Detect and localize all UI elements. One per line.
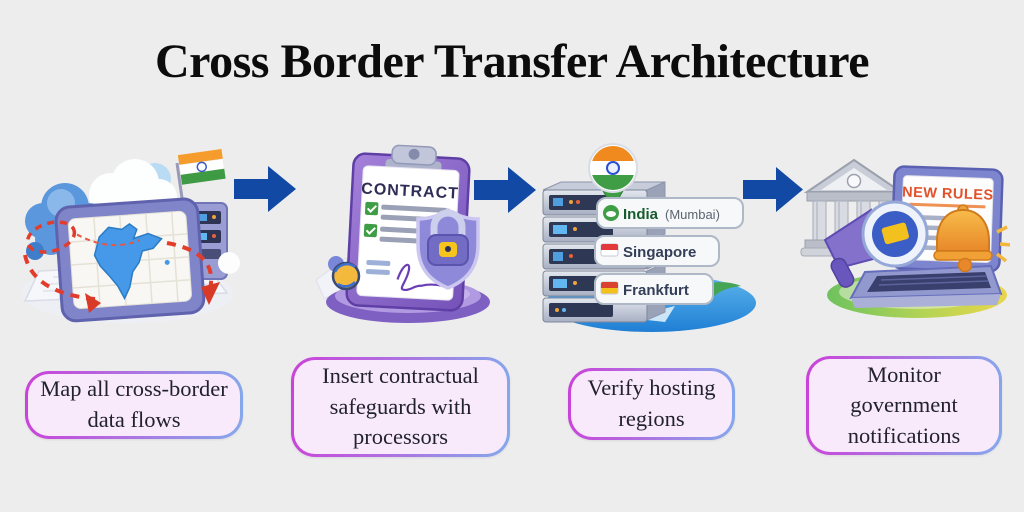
flow-arrow-icon (743, 167, 803, 212)
region-tag-frankfurt: Frankfurt (594, 273, 714, 305)
contract-safeguards-icon: CONTRACT (315, 144, 490, 323)
padlock-icon (427, 209, 469, 266)
india-flag-icon (175, 148, 226, 206)
step-3-caption: Verify hosting regions (587, 375, 716, 431)
germany-flag-icon (600, 281, 619, 295)
contract-heading: CONTRACT (361, 181, 460, 203)
step-4-illustration: NEW RULES (795, 148, 1010, 333)
signature (396, 263, 444, 292)
india-map-shape (93, 222, 163, 301)
region-frankfurt-label: Frankfurt (623, 282, 689, 299)
bell-icon (933, 204, 1010, 273)
step-1-caption: Map all cross-border data flows (40, 376, 228, 432)
india-data-flows-icon (21, 148, 240, 323)
location-pin-icon (588, 143, 638, 193)
step-2-caption-card: Insert contractual safeguards with proce… (291, 357, 510, 457)
megaphone-icon (823, 200, 929, 288)
region-india-detail: (Mumbai) (665, 207, 720, 222)
step-2-illustration: CONTRACT (288, 138, 513, 330)
ring-sparks (995, 225, 1010, 263)
laptop-keyboard (849, 264, 1003, 308)
step-4-caption-card: Monitor government notifications (806, 356, 1002, 455)
region-singapore-label: Singapore (623, 244, 696, 261)
flow-arrow-icon (474, 167, 536, 213)
region-tag-singapore: Singapore (594, 235, 720, 267)
step-1-caption-card: Map all cross-border data flows (25, 371, 243, 439)
checkmark-icon (363, 201, 379, 238)
government-notifications-icon: NEW RULES (800, 158, 1010, 318)
signature-lines (365, 259, 391, 276)
globe-ornament-icon (328, 256, 361, 291)
hosting-regions-icon: India (Mumbai) Singapore Frankfurt (542, 143, 756, 332)
region-tag-india: India (Mumbai) (596, 197, 744, 229)
data-flow-arrows-icon (23, 220, 220, 313)
step-3-illustration: India (Mumbai) Singapore Frankfurt (533, 140, 765, 335)
singapore-flag-icon (600, 243, 619, 257)
step-1-illustration (15, 143, 240, 330)
step-3-caption-card: Verify hosting regions (568, 368, 735, 440)
region-india-label: India (623, 206, 659, 223)
page-title: Cross Border Transfer Architecture (154, 35, 870, 88)
monitor-india-map (54, 197, 206, 323)
security-shield-icon (416, 207, 480, 290)
step-2-caption: Insert contractual safeguards with proce… (322, 363, 479, 450)
new-rules-banner: NEW RULES (902, 184, 994, 203)
flow-arrow-icon (234, 166, 296, 212)
step-4-caption: Monitor government notifications (847, 361, 961, 448)
